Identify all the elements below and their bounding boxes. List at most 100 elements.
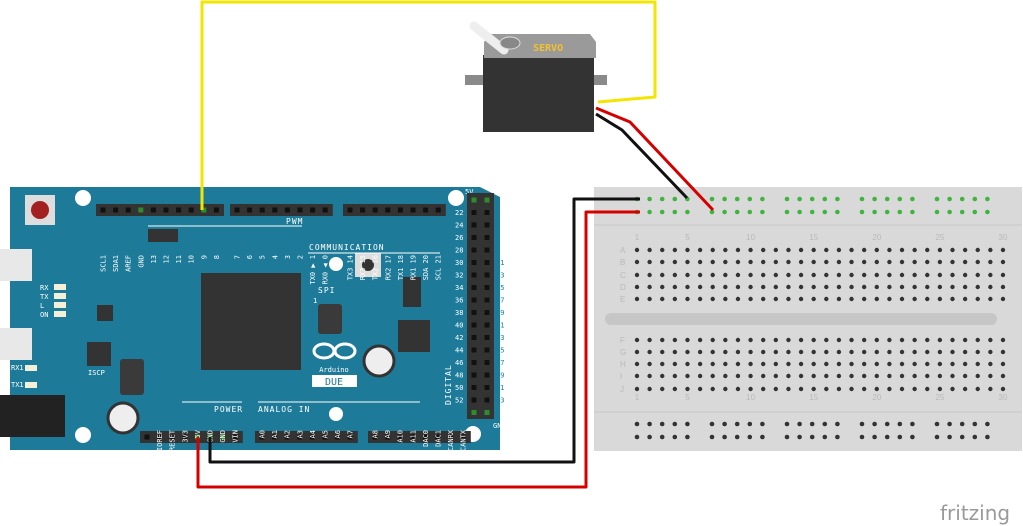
header-pin[interactable] (385, 207, 391, 213)
breadboard-hole[interactable] (887, 349, 892, 355)
power-rail-hole[interactable] (897, 434, 903, 440)
header-pin[interactable] (423, 207, 429, 213)
power-rail-hole[interactable] (910, 421, 915, 427)
header-pin[interactable] (484, 260, 490, 265)
header-pin[interactable] (460, 434, 466, 440)
breadboard-hole[interactable] (647, 361, 652, 367)
breadboard-hole[interactable] (975, 361, 980, 367)
power-rail-hole[interactable] (959, 421, 965, 427)
breadboard-hole[interactable] (836, 272, 842, 278)
breadboard-hole[interactable] (761, 259, 766, 265)
breadboard-hole[interactable] (937, 247, 943, 253)
breadboard-hole[interactable] (937, 337, 943, 343)
header-pin[interactable] (484, 272, 490, 278)
header-pin[interactable] (360, 207, 366, 213)
header-pin[interactable] (471, 410, 477, 415)
breadboard-hole[interactable] (660, 247, 665, 253)
breadboard-hole[interactable] (660, 361, 665, 367)
breadboard-hole[interactable] (874, 349, 879, 355)
breadboard-hole[interactable] (735, 349, 741, 355)
power-rail-hole[interactable] (784, 196, 790, 202)
breadboard-hole[interactable] (1000, 284, 1006, 290)
breadboard-hole[interactable] (748, 386, 753, 392)
breadboard-hole[interactable] (925, 386, 930, 392)
5v-power-wire[interactable] (196, 210, 640, 489)
power-rail-hole[interactable] (760, 196, 765, 202)
breadboard-hole[interactable] (685, 386, 690, 392)
breadboard-hole[interactable] (786, 296, 791, 302)
header-pin[interactable] (169, 434, 175, 440)
header-pin[interactable] (309, 434, 315, 440)
servo-power-wire[interactable] (595, 106, 715, 212)
breadboard-hole[interactable] (811, 259, 816, 265)
breadboard-hole[interactable] (861, 373, 867, 379)
breadboard-hole[interactable] (710, 373, 715, 379)
header-pin[interactable] (471, 372, 477, 378)
breadboard-hole[interactable] (647, 247, 652, 253)
breadboard-hole[interactable] (811, 361, 816, 367)
breadboard-hole[interactable] (849, 272, 854, 278)
breadboard-hole[interactable] (836, 296, 842, 302)
breadboard-hole[interactable] (786, 361, 791, 367)
breadboard-hole[interactable] (950, 361, 955, 367)
breadboard-hole[interactable] (925, 259, 930, 265)
breadboard-hole[interactable] (786, 386, 791, 392)
breadboard-hole[interactable] (887, 373, 892, 379)
breadboard-hole[interactable] (710, 284, 715, 290)
breadboard-hole[interactable] (761, 349, 766, 355)
header-pin[interactable] (284, 207, 290, 213)
header-pin[interactable] (125, 207, 131, 213)
breadboard-hole[interactable] (975, 284, 980, 290)
breadboard-hole[interactable] (798, 386, 804, 392)
header-pin[interactable] (471, 210, 477, 215)
header-pin[interactable] (272, 207, 278, 213)
breadboard-hole[interactable] (647, 296, 652, 302)
breadboard-hole[interactable] (1000, 337, 1006, 343)
power-rail-hole[interactable] (722, 196, 727, 202)
breadboard-hole[interactable] (1000, 349, 1006, 355)
breadboard-hole[interactable] (697, 337, 703, 343)
breadboard-hole[interactable] (899, 361, 905, 367)
breadboard-hole[interactable] (761, 247, 766, 253)
header-pin[interactable] (410, 434, 416, 440)
header-pin[interactable] (347, 434, 353, 440)
breadboard-hole[interactable] (988, 259, 993, 265)
breadboard-hole[interactable] (988, 373, 993, 379)
breadboard-hole[interactable] (672, 337, 678, 343)
breadboard-hole[interactable] (824, 296, 829, 302)
power-rail-hole[interactable] (722, 209, 727, 215)
breadboard-hole[interactable] (685, 337, 690, 343)
power-rail-hole[interactable] (685, 209, 690, 215)
breadboard-hole[interactable] (861, 296, 867, 302)
breadboard-hole[interactable] (824, 259, 829, 265)
breadboard-hole[interactable] (874, 337, 879, 343)
breadboard-hole[interactable] (962, 373, 968, 379)
breadboard-hole[interactable] (962, 272, 968, 278)
header-pin[interactable] (397, 207, 403, 213)
breadboard-hole[interactable] (798, 259, 804, 265)
header-pin[interactable] (471, 285, 477, 290)
breadboard-hole[interactable] (912, 247, 917, 253)
power-rail-hole[interactable] (685, 421, 690, 427)
header-pin[interactable] (259, 434, 265, 440)
breadboard-hole[interactable] (798, 247, 804, 253)
power-rail-hole[interactable] (934, 209, 940, 215)
power-rail-hole[interactable] (859, 421, 865, 427)
breadboard-hole[interactable] (899, 259, 905, 265)
breadboard-hole[interactable] (660, 386, 665, 392)
breadboard-hole[interactable] (786, 259, 791, 265)
power-rail-hole[interactable] (822, 196, 828, 202)
breadboard-hole[interactable] (710, 296, 715, 302)
power-rail-hole[interactable] (709, 196, 715, 202)
power-rail-hole[interactable] (972, 421, 978, 427)
breadboard-hole[interactable] (710, 386, 715, 392)
breadboard-hole[interactable] (773, 259, 779, 265)
breadboard-hole[interactable] (735, 361, 741, 367)
breadboard-hole[interactable] (849, 284, 854, 290)
header-pin[interactable] (201, 207, 207, 213)
breadboard-hole[interactable] (735, 284, 741, 290)
breadboard-hole[interactable] (849, 247, 854, 253)
power-rail-hole[interactable] (634, 434, 640, 440)
breadboard-hole[interactable] (1000, 272, 1006, 278)
power-rail-hole[interactable] (659, 434, 665, 440)
